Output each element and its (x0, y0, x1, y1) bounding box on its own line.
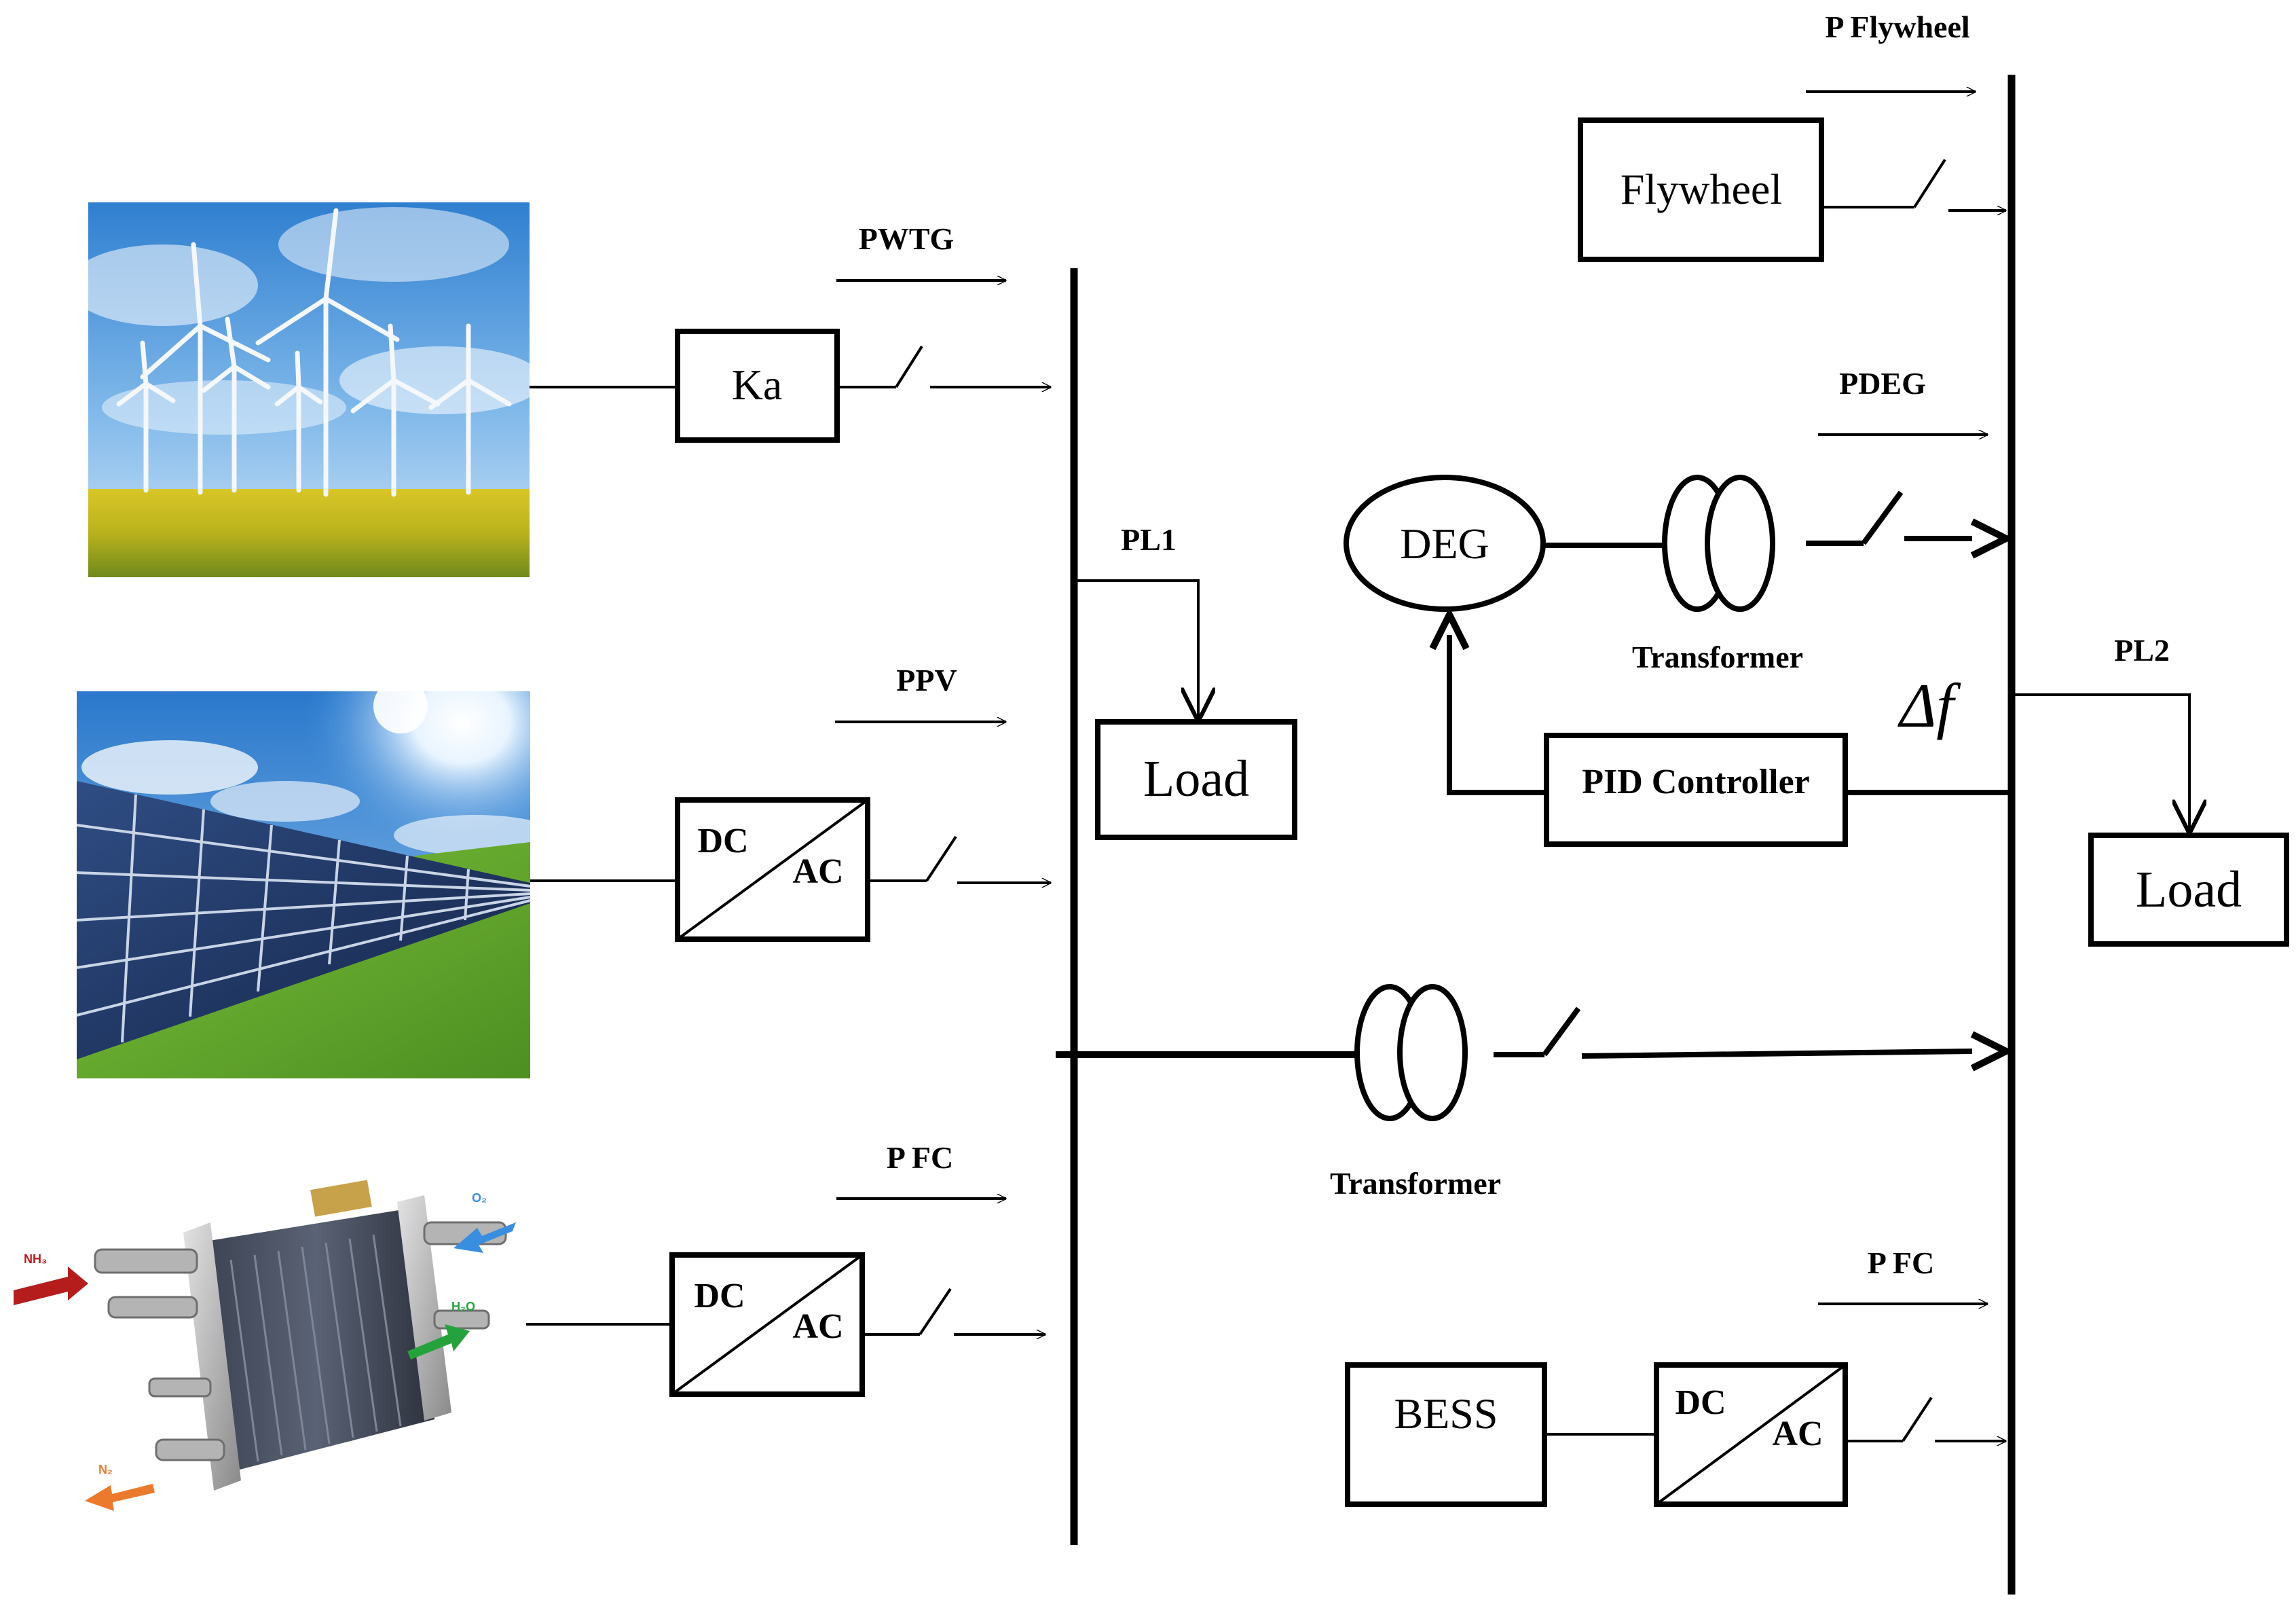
pv-converter-dc: DC (697, 822, 748, 860)
nh3-label: NH₃ (24, 1252, 47, 1266)
solar-pv-image (76, 679, 557, 1078)
ka-label: Ka (732, 361, 783, 409)
n2-arrow-icon (85, 1484, 155, 1511)
flywheel-label: Flywheel (1621, 165, 1782, 213)
wind-branch (530, 280, 1051, 443)
nh3-arrow-icon (14, 1267, 88, 1305)
bess-pfc-label: P FC (1868, 1245, 1934, 1280)
bess-branch (1345, 1304, 2006, 1507)
pid-branch (1429, 606, 2012, 847)
p-flywheel-label: P Flywheel (1825, 10, 1969, 44)
bess-converter-ac: AC (1772, 1415, 1823, 1453)
pwtg-label: PWTG (859, 221, 955, 256)
o2-arrow-icon (453, 1222, 516, 1253)
h2o-arrow-icon (407, 1324, 470, 1360)
fuel-cell-image: NH₃ O₂ H₂O N₂ (14, 1180, 516, 1511)
bess-converter-dc: DC (1675, 1383, 1726, 1422)
pv-converter-ac: AC (792, 852, 843, 891)
wind-farm-image (68, 202, 543, 577)
fc-branch (526, 1199, 1045, 1397)
deg-branch (1344, 435, 2014, 612)
deg-transformer-coil-2 (1705, 475, 1775, 612)
tie-transformer-coil-2 (1397, 984, 1468, 1121)
pv-branch (530, 722, 1051, 942)
ppv-label: PPV (896, 663, 957, 697)
o2-label: O₂ (472, 1191, 487, 1205)
bess-label: BESS (1394, 1389, 1498, 1438)
tie-line (1056, 984, 2014, 1121)
pid-controller-label: PID Controller (1582, 763, 1810, 801)
pl1-label: PL1 (1121, 522, 1177, 557)
flywheel-block (1578, 117, 1824, 262)
load2-branch (2012, 693, 2289, 947)
load2-block (2088, 833, 2289, 947)
n2-label: N₂ (98, 1463, 113, 1476)
deg-label: DEG (1400, 520, 1489, 568)
flywheel-branch (1578, 92, 2006, 262)
ka-block (675, 329, 840, 443)
h2o-label: H₂O (451, 1300, 475, 1313)
tie-transformer-label: Transformer (1330, 1166, 1501, 1201)
delta-f-label: Δf (1897, 671, 1961, 740)
pl2-label: PL2 (2114, 633, 2170, 668)
load2-label: Load (2136, 861, 2242, 918)
load1-label: Load (1143, 750, 1249, 807)
fc-converter-ac: AC (792, 1307, 843, 1346)
pdeg-label: PDEG (1839, 366, 1926, 401)
load1-branch (1074, 579, 1297, 840)
deg-transformer-label: Transformer (1632, 640, 1803, 674)
fc-converter-dc: DC (694, 1277, 745, 1315)
pfc-label: P FC (887, 1140, 953, 1175)
load1-block (1095, 719, 1297, 840)
